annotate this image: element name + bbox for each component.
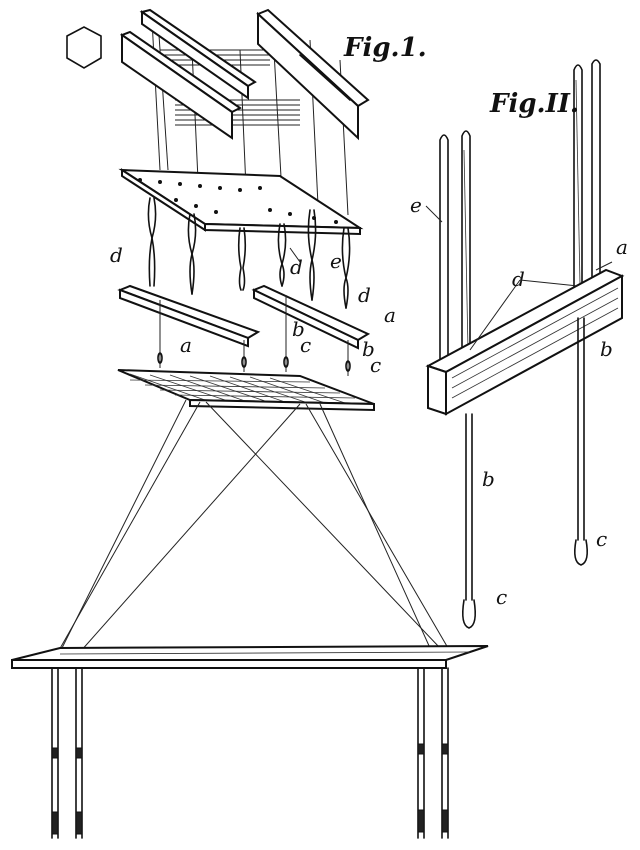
fig1-cross-strings <box>57 399 449 653</box>
fig2-label-b-lower: b <box>482 467 495 491</box>
fig2-label-c-lower: c <box>496 585 507 609</box>
fig2-label-d: d <box>512 267 525 291</box>
fig2-label-e: e <box>410 193 422 217</box>
fig2-label-a: a <box>616 235 628 259</box>
fig1-twisted-cords <box>147 197 351 309</box>
fig1-label-d-mid: d <box>290 255 303 279</box>
fig1-label-c-mid: c <box>300 333 311 357</box>
fig2-label-b-right: b <box>600 337 613 361</box>
fig1-label-a-left: a <box>180 333 192 357</box>
fig1-label-c-right: c <box>370 353 381 377</box>
fig1-drawing <box>11 8 489 839</box>
label-leaders <box>289 205 613 351</box>
fig1-grid-frame <box>117 369 375 412</box>
fig1-label-e: e <box>330 249 342 273</box>
fig2-label-c-right: c <box>596 527 607 551</box>
fig1-label-b-mid: b <box>292 317 305 341</box>
fig1-drop-strings <box>157 295 351 376</box>
fig1-label-d-left: d <box>110 243 123 267</box>
fig1-perforated-board <box>118 168 364 236</box>
fig1-label-a-right: a <box>384 303 396 327</box>
fig2-drawing <box>425 59 625 629</box>
fig1-hanging-legs <box>51 667 449 839</box>
fig1-title: Fig.1. <box>343 33 427 63</box>
hexagon-icon <box>66 26 102 69</box>
fig1-top-roller-assembly <box>119 8 370 141</box>
fig1-bottom-board <box>11 645 489 669</box>
fig1-label-b-right: b <box>362 337 375 361</box>
fig1-lower-rails <box>117 284 371 350</box>
fig2-title: Fig.II. <box>489 89 579 119</box>
fig1-label-d-right: d <box>358 283 371 307</box>
